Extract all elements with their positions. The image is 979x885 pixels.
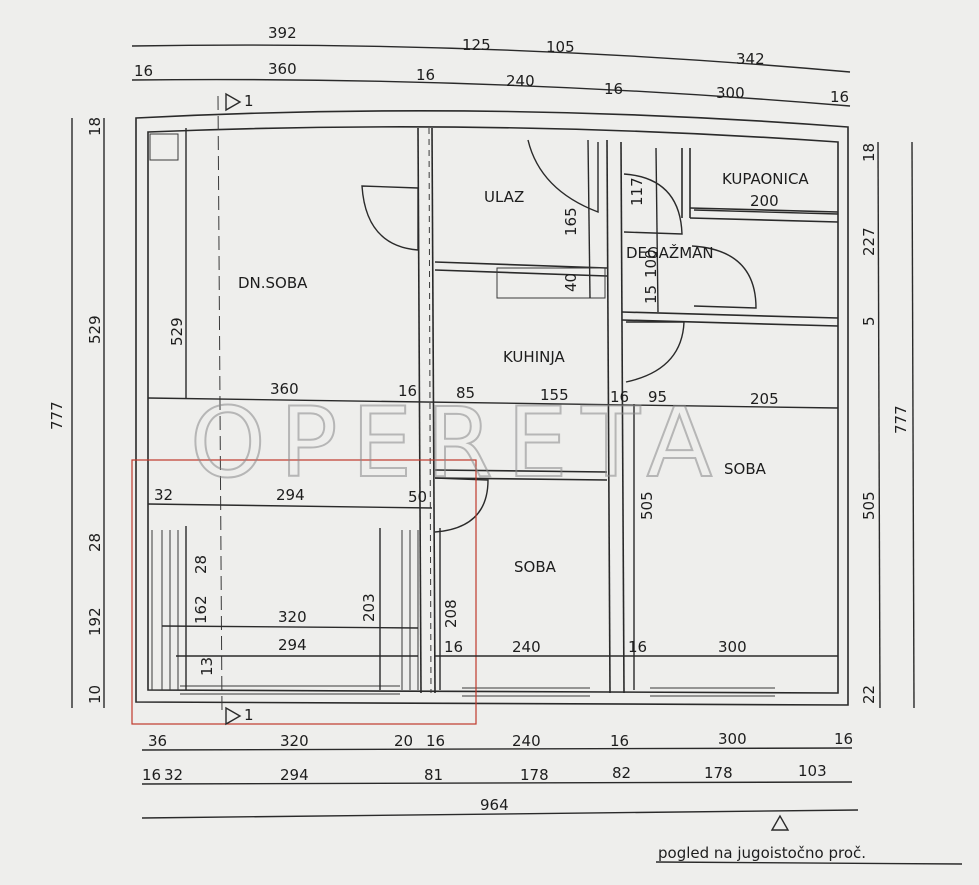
- dim-label: 18: [860, 143, 878, 162]
- dim-label: 294: [278, 636, 307, 654]
- section-line: [217, 95, 223, 713]
- dim-label: 85: [456, 384, 475, 402]
- dim-label: 20: [394, 732, 413, 750]
- dim-label: 16: [398, 382, 417, 400]
- dim-label: 320: [278, 608, 307, 626]
- dim-label: 505: [860, 491, 878, 520]
- dim-label: 529: [168, 317, 186, 346]
- dim-label: 777: [892, 405, 910, 434]
- dim-label: 100: [642, 249, 660, 278]
- dim-label: 125: [462, 36, 491, 54]
- dim-label: 5: [860, 316, 878, 326]
- dim-label: 16: [416, 66, 435, 84]
- dim-label: 28: [192, 555, 210, 574]
- dim-label: 529: [86, 315, 104, 344]
- dim-label: 103: [798, 762, 827, 780]
- watermark-text: OPERETA: [190, 387, 726, 499]
- dim-label: 105: [546, 38, 575, 56]
- room-label-degazman: DEGAŽMAN: [626, 243, 714, 262]
- dim-label: 40: [562, 273, 580, 292]
- room-label-soba-center: SOBA: [514, 558, 557, 576]
- dim-label: 360: [270, 380, 299, 398]
- dim-label: 28: [86, 533, 104, 552]
- dim-label: 16: [628, 638, 647, 656]
- dim-label: 36: [148, 732, 167, 750]
- dim-label: 203: [360, 593, 378, 622]
- doors: [361, 139, 757, 533]
- dim-label: 16: [610, 388, 629, 406]
- outer-walls: [135, 110, 849, 706]
- dim-label: 294: [276, 486, 305, 504]
- dim-label: 117: [628, 177, 646, 206]
- dim-label: 16: [426, 732, 445, 750]
- dim-label: 300: [718, 638, 747, 656]
- room-label-kupaonica: KUPAONICA: [722, 170, 809, 188]
- room-label-kuhinja: KUHINJA: [503, 348, 565, 366]
- room-label-soba-right: SOBA: [724, 460, 767, 478]
- interior-walls: [149, 127, 839, 697]
- dim-label: 200: [750, 192, 779, 210]
- dim-label: 22: [860, 685, 878, 704]
- dim-label: 16: [444, 638, 463, 656]
- dim-label: 50: [408, 488, 427, 506]
- dim-label: 360: [268, 60, 297, 78]
- dim-label: 300: [716, 84, 745, 102]
- dimension-lines: [71, 44, 963, 865]
- dim-label: 16: [604, 80, 623, 98]
- dim-label: 320: [280, 732, 309, 750]
- dim-label: 162: [192, 595, 210, 624]
- dim-label: 777: [48, 401, 66, 430]
- dim-label: 16: [134, 62, 153, 80]
- dim-label: 240: [512, 732, 541, 750]
- section-marker-label: 1: [244, 706, 254, 724]
- room-label-ulaz: ULAZ: [484, 188, 524, 206]
- dim-label: 392: [268, 24, 297, 42]
- dim-label: 300: [718, 730, 747, 748]
- dim-label: 208: [442, 599, 460, 628]
- dim-label: 505: [638, 491, 656, 520]
- room-label-dnevna: DN.SOBA: [238, 274, 308, 292]
- dim-label: 13: [198, 657, 216, 676]
- section-marker-label: 1: [244, 92, 254, 110]
- dim-label: 82: [612, 764, 631, 782]
- dim-label: 227: [860, 227, 878, 256]
- dim-label: 18: [86, 117, 104, 136]
- balcony-highlight: [131, 459, 477, 725]
- dim-label: 192: [86, 607, 104, 636]
- dim-label: 32: [154, 486, 173, 504]
- dim-total-label: 964: [480, 796, 509, 814]
- dim-label: 155: [540, 386, 569, 404]
- dim-label: 16: [834, 730, 853, 748]
- dim-label: 240: [512, 638, 541, 656]
- dim-label: 240: [506, 72, 535, 90]
- view-caption: pogled na jugoistočno proč.: [658, 844, 866, 862]
- dim-label: 16: [830, 88, 849, 106]
- dim-label: 16: [142, 766, 161, 784]
- dim-label: 178: [704, 764, 733, 782]
- dim-label: 81: [424, 766, 443, 784]
- dim-label: 165: [562, 207, 580, 236]
- dim-label: 32: [164, 766, 183, 784]
- dim-label: 342: [736, 50, 765, 68]
- dim-label: 95: [648, 388, 667, 406]
- dim-label: 205: [750, 390, 779, 408]
- dim-label: 15: [642, 285, 660, 304]
- dim-label: 10: [86, 685, 104, 704]
- dim-label: 178: [520, 766, 549, 784]
- dim-label: 294: [280, 766, 309, 784]
- dim-label: 16: [610, 732, 629, 750]
